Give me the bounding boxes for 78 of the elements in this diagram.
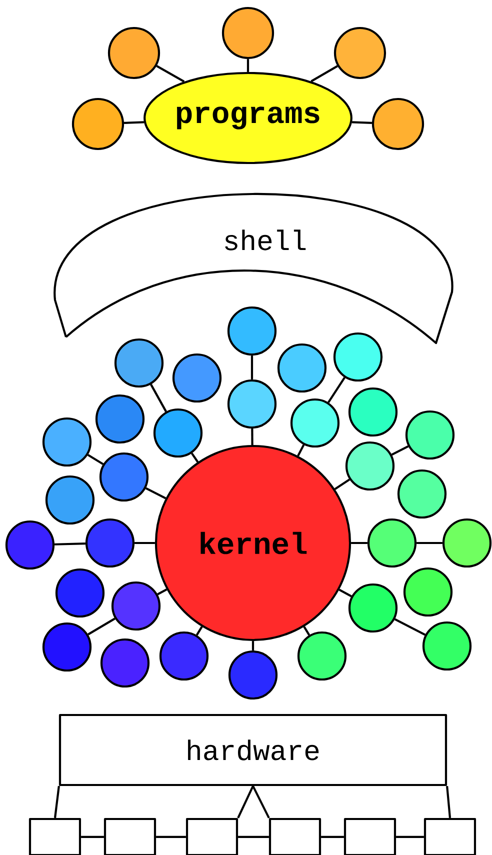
connector-line <box>88 618 116 636</box>
connector-line <box>124 121 144 124</box>
connector-line <box>252 641 254 650</box>
circle-node <box>297 631 347 681</box>
circle-node <box>334 26 386 80</box>
connector-line <box>394 618 426 636</box>
circle-node <box>5 520 55 570</box>
connector-line <box>237 786 254 818</box>
circle-node <box>290 398 340 448</box>
connector-line <box>134 542 155 544</box>
circle-node <box>111 581 161 631</box>
connector-line <box>54 786 60 818</box>
circle-node <box>108 26 160 80</box>
connector-line <box>310 65 338 82</box>
connector-line <box>334 478 350 490</box>
connector-line <box>446 786 452 818</box>
connector-line <box>351 542 368 544</box>
connector-line <box>252 786 270 818</box>
circle-node <box>153 408 203 458</box>
box <box>186 818 238 855</box>
connector-line <box>251 428 254 445</box>
circle-node <box>348 583 398 633</box>
connector-line <box>196 626 203 636</box>
circle-node <box>227 306 277 356</box>
connector-line <box>190 452 199 463</box>
connector-line <box>321 836 344 838</box>
circle-node <box>277 343 327 393</box>
circle-node <box>222 6 274 60</box>
circle-node <box>172 353 222 403</box>
circle-node <box>72 98 124 150</box>
circle-node <box>442 518 492 568</box>
circle-node <box>42 417 92 467</box>
connector-line <box>352 121 372 124</box>
connector-line <box>391 445 409 456</box>
circle-node <box>367 518 417 568</box>
circle-node <box>405 410 455 460</box>
circle-node <box>227 379 277 429</box>
box <box>104 818 156 855</box>
connector-line <box>328 377 346 403</box>
circle-node <box>95 394 145 444</box>
circle-node <box>159 631 209 681</box>
connector-line <box>338 588 352 598</box>
box <box>28 818 82 855</box>
connector-line <box>396 836 424 838</box>
circle-node <box>403 567 453 617</box>
shell-shape: shell <box>54 192 454 344</box>
circle-node <box>100 638 150 688</box>
connector-line <box>238 836 269 838</box>
circle-node <box>348 387 398 437</box>
connector-line <box>156 64 185 82</box>
connector-line <box>303 626 310 636</box>
connector-line <box>157 588 168 596</box>
connector-line <box>416 542 442 544</box>
circle-node <box>345 441 395 491</box>
connector-line <box>81 836 104 838</box>
circle-node <box>99 452 149 502</box>
circle-node <box>397 469 447 519</box>
circle-node <box>422 621 472 671</box>
circle-node <box>55 568 105 618</box>
connector-line <box>150 384 167 412</box>
box <box>424 818 476 855</box>
connector-line <box>297 444 305 456</box>
connector-line <box>250 356 254 380</box>
connector-line <box>87 454 104 466</box>
circle-node <box>228 650 278 700</box>
circle-node <box>85 518 135 568</box>
box <box>268 818 322 855</box>
circle-node <box>114 338 164 388</box>
connector-line <box>246 59 250 72</box>
box <box>344 818 396 855</box>
connector-line <box>145 487 166 500</box>
circle-node <box>372 98 424 150</box>
connector-line <box>156 836 186 838</box>
hardware-box: hardware <box>58 714 448 786</box>
circle-node <box>45 475 95 525</box>
circle-node <box>333 332 383 382</box>
connector-line <box>54 542 86 546</box>
circle-node <box>42 622 92 672</box>
